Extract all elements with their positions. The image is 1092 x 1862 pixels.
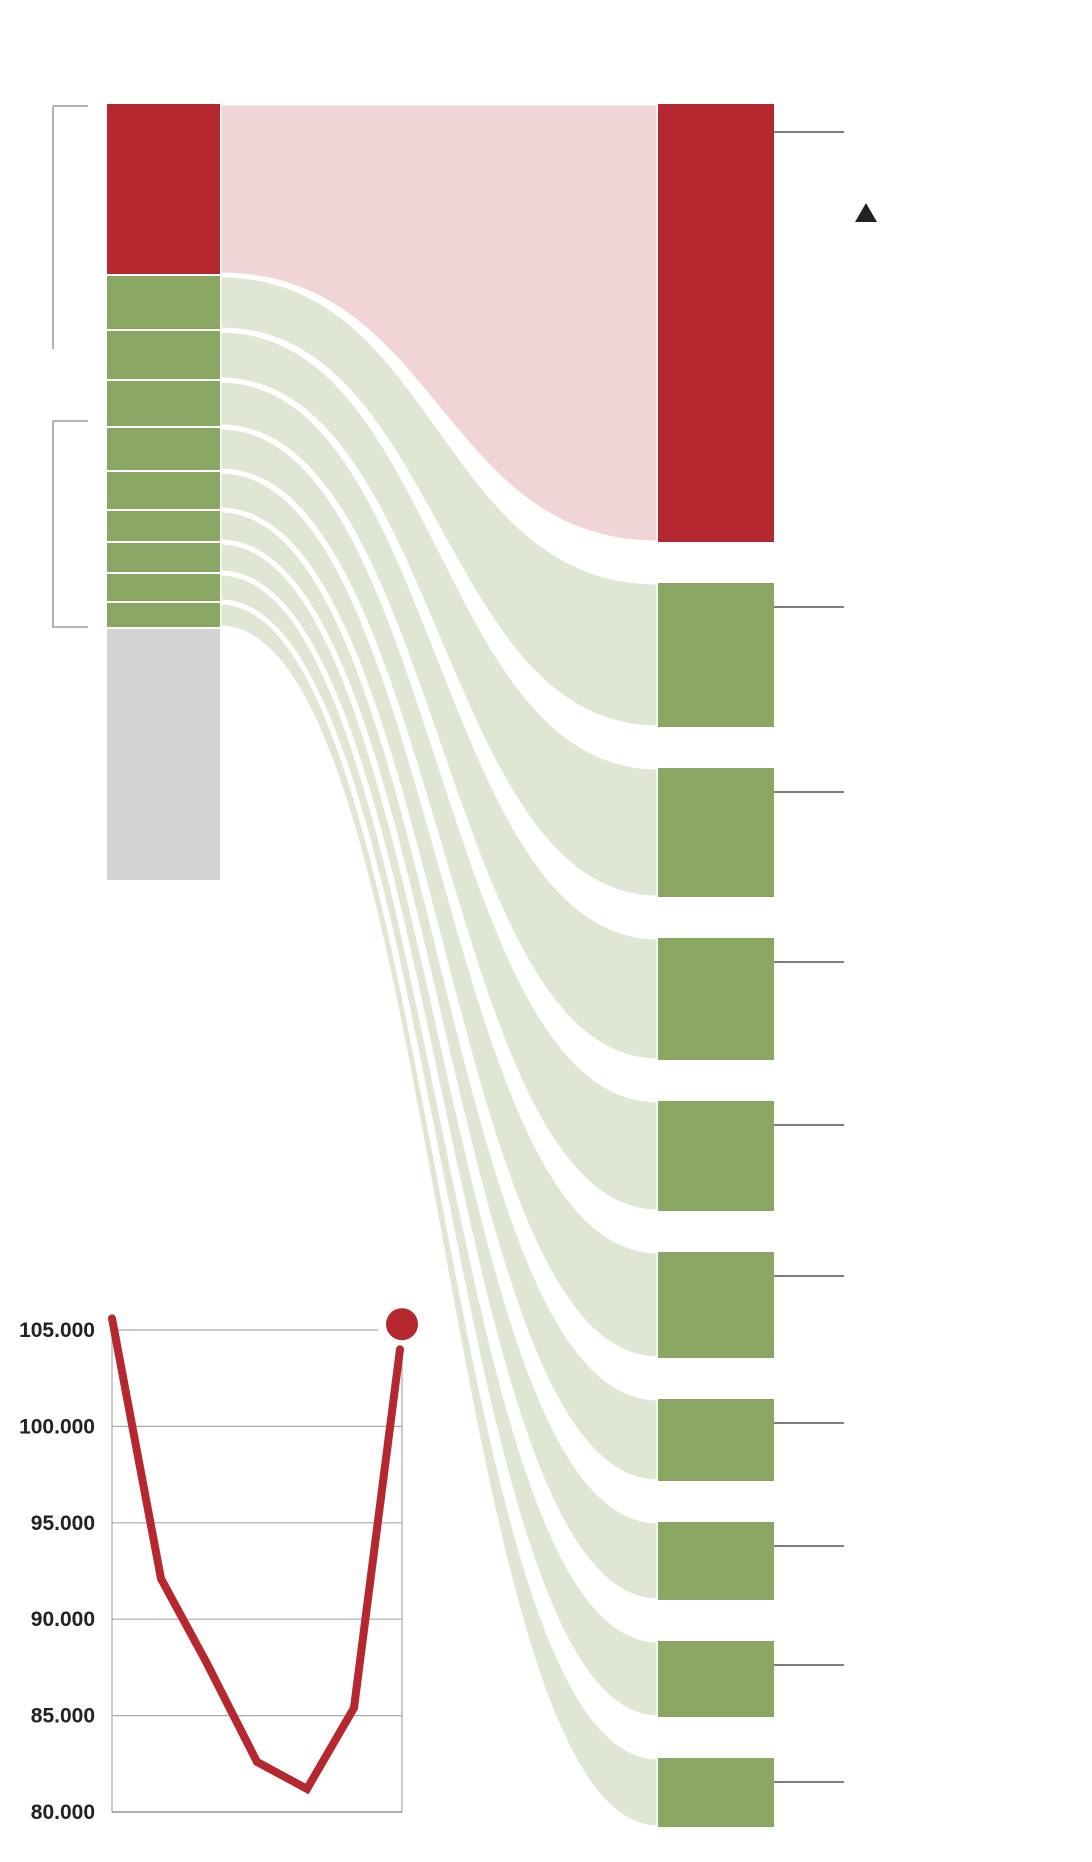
bracket-0: [52, 105, 88, 349]
y-tick-label-0: 105.000: [19, 1319, 95, 1342]
line-series: [108, 1308, 418, 1795]
flow-band-1: [218, 274, 660, 729]
target-node-0: [658, 104, 774, 542]
y-tick-label-4: 85.000: [31, 1705, 95, 1728]
source-node-1: [107, 276, 220, 329]
target-node-4: [658, 1101, 774, 1211]
up-triangle-icon: [855, 203, 877, 222]
source-node-7: [107, 543, 220, 572]
flow-band-0: [218, 102, 660, 544]
flow-band-2: [218, 329, 660, 899]
source-node-5: [107, 472, 220, 509]
data-point-1: [160, 1577, 162, 1580]
source-node-3: [107, 381, 220, 426]
flow-band-3: [218, 379, 660, 1062]
source-nodes: [107, 104, 220, 880]
target-node-9: [658, 1758, 774, 1827]
flow-band-7: [218, 541, 660, 1602]
data-point-2: [205, 1660, 207, 1663]
target-node-7: [658, 1522, 774, 1600]
y-tick-label-5: 80.000: [31, 1801, 95, 1824]
y-tick-label-2: 95.000: [31, 1512, 95, 1535]
flow-band-9: [218, 601, 660, 1829]
source-node-6: [107, 511, 220, 541]
data-point-6: [399, 1348, 401, 1351]
y-tick-label-3: 90.000: [31, 1608, 95, 1631]
bracket-1: [52, 420, 88, 628]
series-line: [108, 1314, 404, 1795]
source-node-9: [107, 603, 220, 627]
y-tick-labels: 105.000 100.000 95.000 90.000 85.000 80.000: [19, 1319, 95, 1824]
target-node-1: [658, 583, 774, 727]
target-nodes: [658, 104, 844, 1827]
brackets: [52, 105, 88, 628]
highlight-dot: [386, 1308, 418, 1341]
target-node-8: [658, 1641, 774, 1717]
data-point-4: [306, 1787, 308, 1790]
flow-band-5: [218, 470, 660, 1360]
flow-band-4: [218, 426, 660, 1213]
flow-band-8: [218, 572, 660, 1719]
source-node-8: [107, 574, 220, 601]
source-node-10: [107, 629, 220, 880]
target-node-2: [658, 768, 774, 897]
source-node-0: [107, 104, 220, 274]
data-point-0: [111, 1317, 113, 1320]
source-node-2: [107, 331, 220, 379]
sankey-flows: [218, 102, 660, 1829]
data-point-3: [256, 1760, 258, 1763]
y-tick-label-1: 100.000: [19, 1415, 95, 1438]
source-node-4: [107, 428, 220, 470]
flow-band-6: [218, 509, 660, 1483]
target-node-6: [658, 1399, 774, 1481]
data-point-5: [353, 1706, 355, 1709]
target-node-5: [658, 1252, 774, 1358]
line-chart: 105.000 100.000 95.000 90.000 85.000 80.000: [19, 1308, 418, 1824]
target-node-3: [658, 938, 774, 1060]
